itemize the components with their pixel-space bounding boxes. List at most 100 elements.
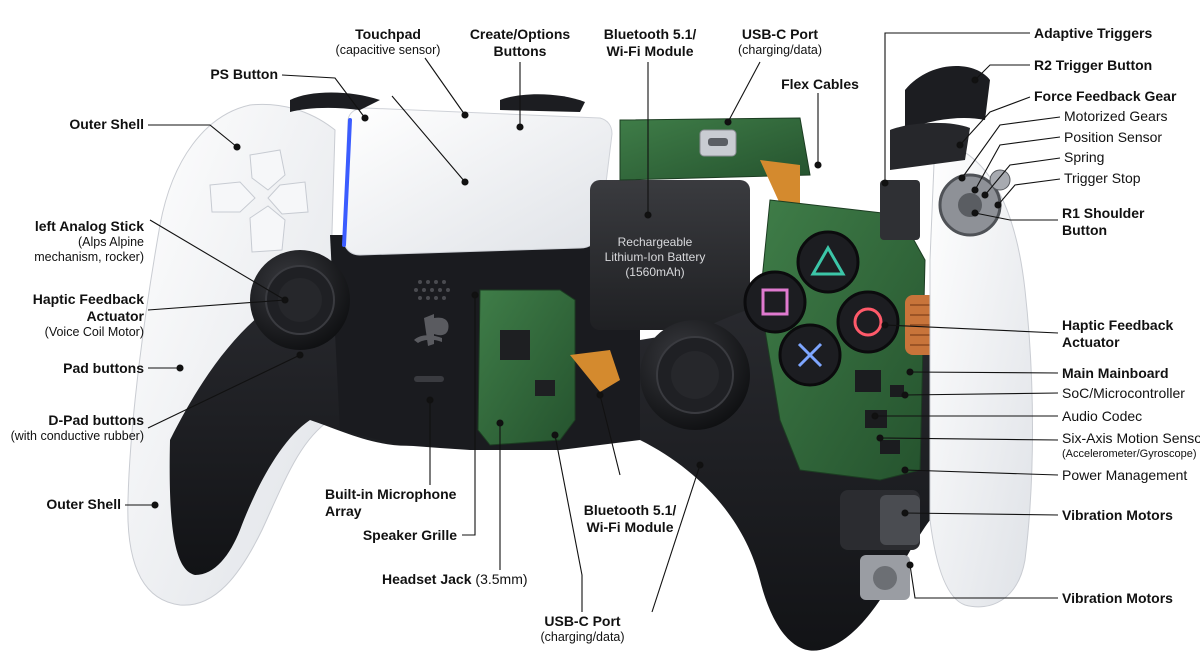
- label-title: Spring: [1064, 149, 1105, 165]
- dpad: [209, 149, 309, 253]
- label-sub: (3.5mm): [475, 571, 528, 587]
- label-title: PS Button: [210, 66, 278, 82]
- label-title: Six-Axis Motion Sensor: [1062, 430, 1200, 446]
- right-outer-shell: [929, 139, 1033, 608]
- label-title: Outer Shell: [69, 116, 144, 132]
- label-title-2: Actuator: [1062, 334, 1120, 350]
- label-pad-buttons: Pad buttons: [20, 360, 144, 377]
- label-title-2: Wi-Fi Module: [586, 519, 674, 535]
- label-title: Haptic Feedback: [32, 291, 144, 307]
- label-title: Vibration Motors: [1062, 507, 1173, 523]
- flex-cable-top: [760, 160, 800, 215]
- label-power-management: Power Management: [1062, 467, 1192, 484]
- label-title-2: Button: [1062, 222, 1108, 238]
- label-six-axis: Six-Axis Motion Sensor (Accelerometer/Gy…: [1062, 430, 1200, 462]
- label-bluetooth-top: Bluetooth 5.1/ Wi-Fi Module: [590, 26, 710, 60]
- label-title: Motorized Gears: [1064, 108, 1168, 124]
- label-title: R1 Shoulder: [1062, 205, 1145, 221]
- motorized-gear-small: [989, 169, 1011, 191]
- ps-logo-icon: [414, 314, 449, 346]
- trigger-motor: [880, 180, 920, 240]
- label-title: Main Mainboard: [1062, 365, 1169, 381]
- label-sub: (charging/data): [540, 630, 625, 644]
- label-haptic-right: Haptic Feedback Actuator: [1062, 317, 1192, 351]
- label-title: Bluetooth 5.1/: [583, 502, 677, 518]
- label-left-analog-stick: left Analog Stick (Alps Alpine mechanism…: [10, 218, 144, 265]
- label-outer-shell-top: Outer Shell: [40, 116, 144, 133]
- left-pcb-chip-2: [535, 380, 555, 396]
- label-title: Vibration Motors: [1062, 590, 1173, 606]
- dpad-left: [209, 181, 256, 213]
- label-title: Trigger Stop: [1064, 170, 1141, 186]
- label-title: Adaptive Triggers: [1034, 25, 1153, 41]
- label-title: SoC/Microcontroller: [1062, 385, 1185, 401]
- touchpad-light-bar: [342, 118, 352, 247]
- label-sub: (charging/data): [737, 43, 823, 57]
- label-bluetooth-bottom: Bluetooth 5.1/ Wi-Fi Module: [575, 502, 685, 536]
- ps-button-slot: [414, 376, 444, 382]
- label-position-sensor: Position Sensor: [1064, 129, 1194, 146]
- label-flex-cables: Flex Cables: [770, 76, 870, 93]
- label-dpad-buttons: D-Pad buttons (with conductive rubber): [4, 412, 144, 444]
- label-title-2: Array: [325, 503, 362, 519]
- label-sub: (with conductive rubber): [10, 429, 144, 443]
- label-usbc-top: USB-C Port (charging/data): [720, 26, 840, 58]
- label-motorized-gears: Motorized Gears: [1064, 108, 1194, 125]
- label-soc: SoC/Microcontroller: [1062, 385, 1197, 402]
- dpad-down: [249, 205, 286, 253]
- label-force-feedback-gear: Force Feedback Gear: [1034, 88, 1194, 105]
- label-main-mainboard: Main Mainboard: [1062, 365, 1192, 382]
- label-title: Flex Cables: [781, 76, 859, 92]
- left-analog-stick: [250, 250, 350, 350]
- label-r1-shoulder: R1 Shoulder Button: [1062, 205, 1192, 239]
- label-title: Bluetooth 5.1/: [603, 26, 697, 42]
- label-sub: (capacitive sensor): [335, 43, 441, 57]
- label-sub: (Accelerometer/Gyroscope): [1062, 448, 1197, 460]
- leader-lines: [125, 32, 1061, 613]
- label-touchpad: Touchpad (capacitive sensor): [318, 26, 458, 58]
- square-icon: [761, 288, 789, 316]
- vibration-motor-upper: [840, 490, 920, 550]
- label-title: left Analog Stick: [34, 218, 144, 234]
- label-title: Headset Jack: [382, 571, 472, 587]
- label-vibration-motors-2: Vibration Motors: [1062, 590, 1192, 607]
- dpad-up: [249, 149, 286, 191]
- circle-button: [836, 290, 900, 354]
- label-headset-jack: Headset Jack (3.5mm): [382, 571, 542, 588]
- label-title: Touchpad: [355, 26, 421, 42]
- label-title: Haptic Feedback: [1062, 317, 1174, 333]
- cross-icon: [797, 342, 823, 368]
- triangle-icon: [810, 244, 846, 276]
- label-title-2: Actuator: [86, 308, 144, 324]
- label-microphone: Built-in Microphone Array: [325, 486, 465, 520]
- label-ps-button: PS Button: [180, 66, 278, 83]
- label-haptic-left: Haptic Feedback Actuator (Voice Coil Mot…: [10, 291, 144, 340]
- dpad-right: [267, 181, 309, 215]
- triangle-button: [796, 230, 860, 294]
- label-title: Power Management: [1062, 467, 1188, 483]
- label-usbc-bottom: USB-C Port (charging/data): [520, 613, 645, 645]
- top-shoulder-center: [500, 94, 585, 112]
- face-buttons: [743, 230, 900, 387]
- circle-icon: [853, 307, 883, 337]
- label-title: Speaker Grille: [362, 527, 457, 543]
- label-r2-trigger: R2 Trigger Button: [1034, 57, 1194, 74]
- label-vibration-motors-1: Vibration Motors: [1062, 507, 1192, 524]
- flex-cable-orange: [570, 350, 620, 392]
- label-adaptive-triggers: Adaptive Triggers: [1034, 25, 1194, 42]
- right-analog-stick: [640, 320, 750, 430]
- label-sub: (Alps Alpine: [77, 235, 144, 249]
- label-trigger-stop: Trigger Stop: [1064, 170, 1194, 187]
- label-outer-shell-bottom: Outer Shell: [20, 496, 121, 513]
- label-title-2: Buttons: [493, 43, 547, 59]
- usb-c-opening: [708, 138, 728, 146]
- label-title: USB-C Port: [544, 613, 621, 629]
- label-title: Built-in Microphone: [325, 486, 457, 502]
- trigger-assembly: [880, 66, 1011, 240]
- square-button: [743, 270, 807, 334]
- left-pcb-chip: [500, 330, 530, 360]
